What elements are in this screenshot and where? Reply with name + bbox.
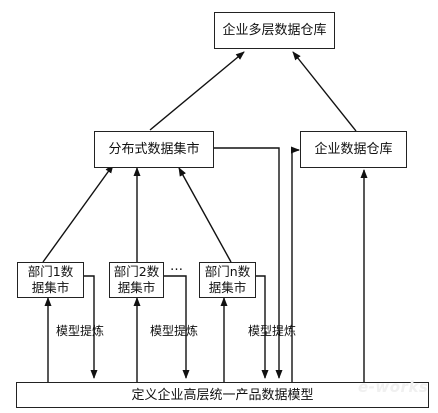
node-label-line1: 部门n数 — [204, 264, 251, 279]
node-label-line2: 据集市 — [117, 280, 156, 295]
arrow-enterprise-to-top — [292, 51, 357, 132]
arrow-dept1-to-bottom — [84, 275, 98, 379]
node-label: 企业多层数据仓库 — [222, 23, 327, 38]
node-label: 企业数据仓库 — [314, 142, 393, 157]
enterprise-dw-node: 企业数据仓库 — [300, 131, 407, 168]
ellipsis: … — [170, 259, 183, 274]
arrow-dept1-to-distributed — [42, 164, 114, 263]
dept1-data-mart-node: 部门1数 据集市 — [17, 262, 84, 298]
deptn-data-mart-node: 部门n数 据集市 — [199, 262, 256, 298]
edge-label-model-refine-2: 模型提炼 — [150, 324, 199, 338]
eworks-watermark-logo: e-works — [358, 378, 429, 396]
arrow-bottom-to-enterprise-left — [291, 146, 300, 382]
node-label: 分布式数据集市 — [108, 142, 200, 157]
dept2-data-mart-node: 部门2数 据集市 — [109, 262, 164, 298]
node-label-line1: 部门2数 — [113, 264, 160, 279]
arrow-deptn-to-bottom — [256, 275, 269, 379]
node-label-line2: 据集市 — [31, 280, 70, 295]
unified-product-data-model-node: 定义企业高层统一产品数据模型 — [16, 382, 429, 408]
distributed-data-mart-node: 分布式数据集市 — [94, 131, 214, 168]
arrow-dept2-to-bottom — [164, 275, 190, 379]
node-label-line1: 部门1数 — [27, 264, 74, 279]
edge-label-model-refine-3: 模型提炼 — [248, 324, 297, 338]
edge-label-model-refine-1: 模型提炼 — [56, 324, 105, 338]
arrow-distributed-to-top — [149, 51, 245, 131]
enterprise-multilayer-dw-node: 企业多层数据仓库 — [214, 12, 335, 49]
arrow-distributed-to-bottom — [214, 147, 283, 379]
node-label-line2: 据集市 — [208, 280, 247, 295]
arrow-deptn-to-distributed — [178, 167, 232, 263]
node-label: 定义企业高层统一产品数据模型 — [131, 387, 314, 403]
